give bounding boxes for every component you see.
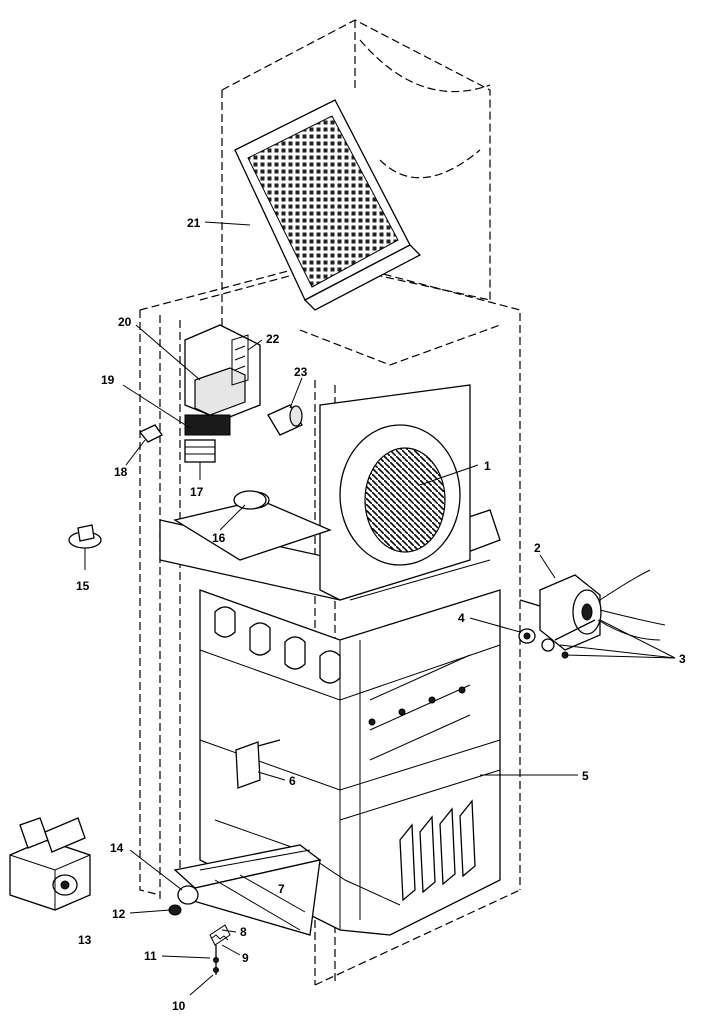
limit-switch xyxy=(233,490,267,510)
callout-labels: 1 2 3 4 5 6 7 8 9 10 11 12 13 14 15 16 1… xyxy=(76,216,686,1013)
callout-23: 23 xyxy=(294,365,308,379)
callout-5: 5 xyxy=(582,769,589,783)
blower-motor xyxy=(519,569,666,651)
capacitor xyxy=(267,404,303,436)
callout-2: 2 xyxy=(534,541,541,555)
manifold-fitting xyxy=(177,885,199,905)
callout-20: 20 xyxy=(118,315,132,329)
callout-11: 11 xyxy=(144,949,157,963)
callout-6: 6 xyxy=(289,774,296,788)
pilot-assembly xyxy=(209,924,231,975)
bushing xyxy=(518,628,536,644)
callout-15: 15 xyxy=(76,579,90,593)
gas-valve xyxy=(9,817,91,911)
terminal-block xyxy=(184,439,216,463)
callout-8: 8 xyxy=(240,925,247,939)
callout-9: 9 xyxy=(242,951,249,965)
callout-1: 1 xyxy=(484,459,491,473)
callout-17: 17 xyxy=(190,485,204,499)
orifice xyxy=(168,904,182,916)
blower-housing xyxy=(319,384,491,601)
callout-22: 22 xyxy=(266,332,280,346)
callout-3: 3 xyxy=(679,652,686,666)
pressure-switch xyxy=(68,524,102,549)
callout-18: 18 xyxy=(114,465,128,479)
filter xyxy=(234,99,422,311)
rollout-switch xyxy=(138,424,163,443)
callout-10: 10 xyxy=(172,999,186,1013)
callout-16: 16 xyxy=(212,531,226,545)
callout-14: 14 xyxy=(110,841,124,855)
electrical-box xyxy=(184,324,261,436)
leader-lines xyxy=(84,221,676,996)
callout-12: 12 xyxy=(112,907,126,921)
callout-21: 21 xyxy=(187,216,201,230)
callout-7: 7 xyxy=(278,882,285,896)
callout-19: 19 xyxy=(101,373,115,387)
motor-mount-arms xyxy=(541,619,596,659)
callout-13: 13 xyxy=(78,933,92,947)
igniter xyxy=(235,739,281,789)
callout-4: 4 xyxy=(458,611,465,625)
